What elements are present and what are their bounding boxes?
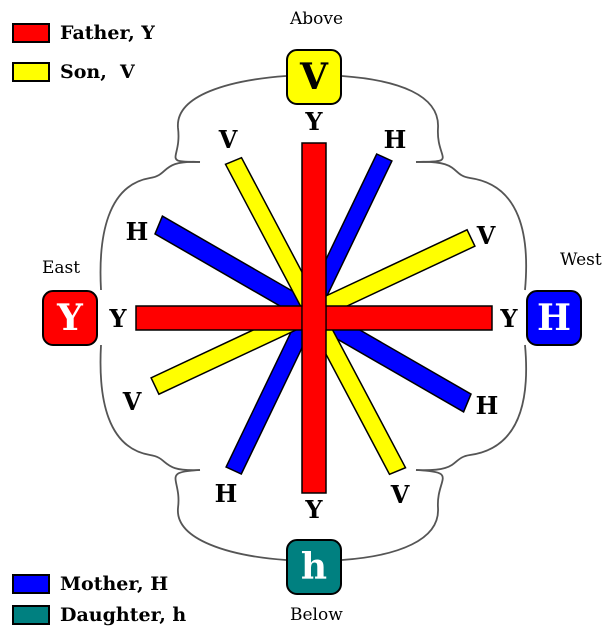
connector-arc-right-top bbox=[415, 160, 528, 291]
bar-label-father-left: Y bbox=[108, 304, 127, 333]
legend-father: Father, Y bbox=[12, 22, 155, 44]
bar-label-father-bottom: Y bbox=[304, 495, 323, 524]
legend-father-label: Father, Y bbox=[60, 22, 155, 44]
tile-east: Y bbox=[42, 290, 98, 346]
bar-label-mother-upper-right: H bbox=[384, 125, 407, 154]
connector-arc-bottom-left bbox=[174, 469, 287, 561]
legend-son-label: Son, V bbox=[60, 61, 135, 83]
son-swatch bbox=[12, 62, 50, 82]
bar-label-father-right: Y bbox=[499, 304, 518, 333]
bar-label-son-lower-right: V bbox=[390, 480, 410, 509]
bar-label-mother-lower-right: H bbox=[476, 391, 499, 420]
direction-label-below: Below bbox=[290, 605, 343, 625]
legend-mother-label: Mother, H bbox=[60, 573, 169, 595]
mother-letter-h-icon: H bbox=[536, 297, 571, 339]
connector-arc-top-right bbox=[341, 75, 444, 163]
bar-label-father-top: Y bbox=[304, 107, 323, 136]
bar-label-son-lower-left: V bbox=[122, 387, 142, 416]
tile-above: V bbox=[286, 49, 342, 105]
connector-arc-top-left bbox=[174, 75, 287, 163]
son-letter-v-icon: V bbox=[300, 56, 328, 98]
father-bar-crossing bbox=[302, 306, 326, 330]
direction-label-west: West bbox=[560, 250, 602, 270]
legend-daughter-label: Daughter, h bbox=[60, 604, 187, 626]
legend-mother: Mother, H bbox=[12, 573, 168, 595]
bar-label-mother-lower-left: H bbox=[215, 479, 238, 508]
legend-daughter: Daughter, h bbox=[12, 604, 186, 626]
direction-label-east: East bbox=[42, 258, 81, 278]
connector-arc-right-bottom bbox=[415, 344, 528, 472]
connector-arc-left-bottom bbox=[99, 344, 201, 472]
daughter-swatch bbox=[12, 605, 50, 625]
connector-arcs bbox=[99, 75, 528, 561]
bar-label-son-upper-right: V bbox=[476, 221, 496, 250]
father-swatch bbox=[12, 23, 50, 43]
connector-arc-bottom-right bbox=[341, 469, 444, 561]
bar-end-labels: Y Y Y Y V V V V H H H H bbox=[108, 107, 518, 524]
mother-swatch bbox=[12, 574, 50, 594]
connector-arc-left-top bbox=[99, 161, 201, 291]
direction-label-above: Above bbox=[290, 9, 344, 29]
father-letter-y-icon: Y bbox=[57, 297, 83, 339]
legend-son: Son, V bbox=[12, 61, 135, 83]
tile-west: H bbox=[526, 290, 582, 346]
daughter-letter-h-icon: h bbox=[300, 546, 328, 588]
bar-label-mother-upper-left: H bbox=[126, 217, 149, 246]
tile-below: h bbox=[286, 539, 342, 595]
bar-label-son-upper-left: V bbox=[218, 125, 238, 154]
